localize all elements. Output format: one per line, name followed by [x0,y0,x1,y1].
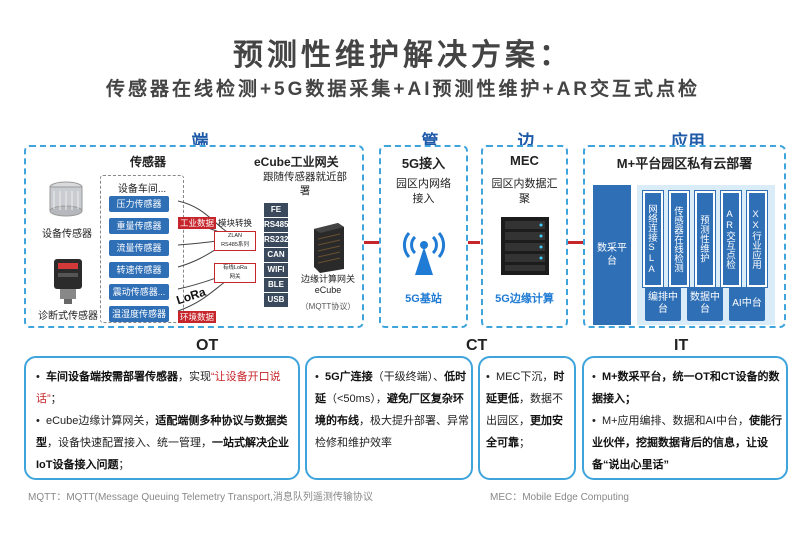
sensor-item-speed: 转速传感器 [109,262,169,278]
mec-b: 时延更低 [486,371,565,405]
app-col-predictive: 预测性维护 [695,191,715,287]
protocol-fe: FE [264,203,288,217]
ct-box: • 5G广连接（干级终端）、低时延（<50ms），避免厂区复杂环境的布线，极大提… [305,356,473,480]
app-col-industry-app: XX行业应用 [747,191,767,287]
environment-data-tag: 环境数据 [178,311,217,323]
ecube-gateway-icon [308,219,348,273]
ct-b: （干级终端）、 [372,371,445,383]
sensor-heading: 传感器 [129,155,166,169]
guan-heading: 5G接入 [401,156,446,171]
guan-box: 5G接入 园区内网络接入 5G基站 [379,145,468,328]
layer-ot: OT [196,337,219,354]
layer-ct: CT [466,337,488,354]
it-b1: M+数采平台，统一OT和CT设备的数据接入； [592,371,780,405]
gateway-heading: eCube工业网关 [254,155,339,169]
sensor-item-pressure: 压力传感器 [109,196,169,212]
ct-d: （<50ms）， [326,393,387,405]
ot-b1-post: ； [50,393,62,405]
mec-bullet: • MEC下沉，时延更低，数据不出园区，更加安全可靠； [486,371,565,449]
protocol-rs485: RS485 [264,218,288,232]
app-col-ar-inspect: AR交互点检 [721,191,741,287]
ct-f: ，极大提升部署、异常检修和维护效率 [315,415,469,449]
ot-bullet-1: • 车间设备端按需部署传感器，实现“让设备开口说话”； [36,371,281,405]
ot-b2-a: eCube边缘计算网关， [45,415,156,427]
ai-platform: AI中台 [729,287,765,321]
device-sensor-icon [44,177,88,221]
ot-box: • 车间设备端按需部署传感器，实现“让设备开口说话”； • eCube边缘计算网… [24,356,300,480]
sensor-item-flow: 流量传感器 [109,240,169,256]
mec-c: ，数据不出园区， [486,393,563,427]
5g-edge-compute-label: 5G边缘计算 [495,293,554,305]
connector-bian-yingyong [566,241,584,244]
sensor-item-humidity: 温湿度传感器 [109,306,169,322]
app-col-sensor-detect: 传感器在线检测 [669,191,689,287]
footnote-mqtt: MQTT：MQTT(Message Queuing Telemetry Tran… [28,492,373,503]
page-title: 预测性维护解决方案： [233,39,573,72]
protocol-ble: BLE [264,278,288,292]
gateway-note: 跟随传感器就近部署 [263,171,347,197]
sensor-item-vibration: 震动传感器... [109,284,169,300]
mec-e: ； [519,437,530,449]
it-bullet-1: • M+数采平台，统一OT和CT设备的数据接入； [592,371,780,405]
bian-box: MEC 园区内数据汇聚 5G边缘计算 [481,145,568,328]
5g-base-station-label: 5G基站 [405,293,442,305]
zlan-module: ZLAN RS485系列 [214,231,256,251]
it-bullet-2: • M+应用编排、数据和AI中台，使能行业伙伴，挖掘数据背后的信息，让设备“说出… [592,415,782,471]
sensor-item-weight: 重量传感器 [109,218,169,234]
app-panel: 网络连接SLA 传感器在线检测 预测性维护 AR交互点检 XX行业应用 编排中台… [637,185,775,325]
diagnostic-sensor-icon [48,255,88,305]
ot-bullet-2: • eCube边缘计算网关，适配端侧多种协议与数据类型，设备快速配置接入、统一管… [36,415,289,471]
ot-b1-red: “让设备开口说话” [36,371,281,405]
edge-gateway-label: 边缘计算网关 eCube [300,274,355,295]
connector-guan-bian [466,241,480,244]
protocol-wifi: WIFI [264,263,288,277]
ct-bullet: • 5G广连接（干级终端）、低时延（<50ms），避免厂区复杂环境的布线，极大提… [315,371,469,449]
it-b2-red: 让设备“说出心里话” [592,437,768,471]
ot-b2-d: 一站式解决企业IoT设备接入问题 [36,437,289,471]
ot-b2-c: ，设备快速配置接入、统一管理， [47,437,212,449]
collect-platform: 数采平台 [593,185,631,325]
layer-it: IT [674,337,689,354]
protocol-usb: USB [264,293,288,307]
mec-d: 更加安全可靠 [486,415,563,449]
industrial-data-tag: 工业数据 [178,217,217,229]
bian-desc: 园区内数据汇聚 [491,178,558,205]
bian-heading: MEC [510,153,539,168]
orchestration-platform: 编排中台 [645,287,681,321]
ot-b2-e: ； [118,459,130,471]
mec-box: • MEC下沉，时延更低，数据不出园区，更加安全可靠； [478,356,576,480]
diagnostic-sensor-label: 诊断式传感器 [38,311,98,322]
lora-gateway-module: 有线LoRa 网关 [214,263,256,283]
it-b2-a: M+应用编排、数据和AI中台， [601,415,749,427]
protocol-can: CAN [264,248,288,262]
it-box: • M+数采平台，统一OT和CT设备的数据接入； • M+应用编排、数据和AI中… [582,356,788,480]
middle-platform-row: 编排中台 数据中台 AI中台 [637,287,775,325]
sensor-list-frame: 设备车间... 压力传感器 重量传感器 流量传感器 转速传感器 震动传感器...… [100,175,184,323]
protocol-rs232: RS232 [264,233,288,247]
mec-a: MEC下沉， [495,371,554,383]
yingyong-heading: M+平台园区私有云部署 [616,156,753,171]
ct-c: 低时延 [315,371,467,405]
connector-duan-guan [362,241,380,244]
ot-b1-bold: 车间设备端按需部署传感器 [45,371,178,383]
ot-b2-b: 适配端侧多种协议与数据类型 [36,415,288,449]
ct-e: 避免厂区复杂环境的布线 [315,393,464,427]
protocol-stack: FE RS485 RS232 CAN WIFI BLE USB [264,203,288,309]
5g-tower-icon [399,217,449,277]
server-rack-icon [497,215,553,277]
guan-desc: 园区内网络接入 [396,178,451,205]
it-b2-b: 使能行业伙伴，挖掘数据背后的信息， [592,415,782,449]
data-platform: 数据中台 [687,287,723,321]
yingyong-box: M+平台园区私有云部署 数采平台 网络连接SLA 传感器在线检测 预测性维护 A… [583,145,786,328]
device-sensor-label: 设备传感器 [42,229,92,240]
duan-box: 传感器 eCube工业网关 跟随传感器就近部署 设备传感器 诊断式传感器 设备车… [24,145,364,328]
app-col-network-sla: 网络连接SLA [643,191,663,287]
mqtt-note: （MQTT协议） [300,302,356,311]
footnote-mec: MEC：Mobile Edge Computing [490,492,629,503]
ct-a: 5G广连接 [324,371,373,383]
ot-b1-mid: ，实现 [177,371,211,383]
module-convert-label: 模块转换 [218,218,253,228]
sensor-list-title: 设备车间... [117,184,167,195]
page-subtitle: 传感器在线检测+5G数据采集+AI预测性维护+AR交互式点检 [105,79,701,100]
